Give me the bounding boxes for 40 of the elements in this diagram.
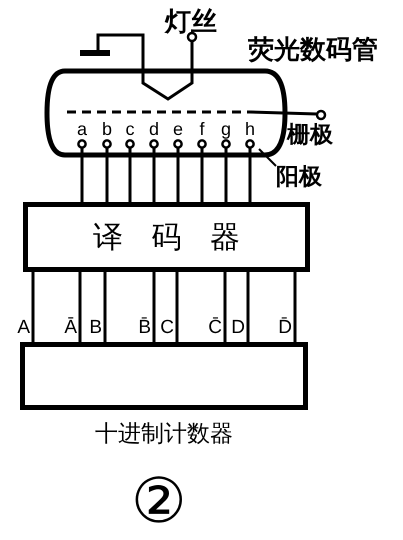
connector-line (152, 147, 156, 202)
anode-letter: e (172, 121, 184, 137)
edge-label: C̄ (207, 318, 222, 338)
connector-line (152, 272, 156, 342)
anode-letter: d (148, 121, 160, 137)
anode-letter: c (124, 121, 136, 137)
connector-line (176, 272, 178, 342)
connector-line (32, 272, 34, 342)
connector-line (176, 147, 180, 202)
grid-label: 栅极 (287, 123, 333, 148)
connector-line (224, 272, 226, 342)
edge-label: B̄ (137, 318, 151, 338)
anode-letter: g (220, 121, 232, 137)
connector-line (80, 147, 84, 202)
tube-title: 荧光数码管 (248, 36, 378, 64)
connector-line (200, 147, 204, 202)
leader-line (258, 148, 277, 167)
edge-label: A (16, 318, 30, 338)
anode-letter: h (244, 121, 256, 137)
figure-number: ② (131, 470, 187, 534)
connector-line (224, 147, 228, 202)
anode-letter: f (198, 121, 206, 137)
filament-label: 灯丝 (165, 8, 217, 36)
connector-line (78, 272, 82, 342)
edge-label: B (88, 318, 102, 338)
connector-line (294, 272, 296, 342)
anode-letter: b (100, 121, 113, 137)
connector-line (104, 272, 106, 342)
decoder-box: 译 码 器 (23, 202, 310, 272)
anode-label: 阳极 (276, 164, 322, 190)
edge-label: D̄ (277, 318, 292, 338)
anode-letter: a (76, 121, 88, 137)
connector-line (246, 272, 250, 342)
edge-label: C (159, 318, 174, 338)
edge-label: D (230, 318, 245, 338)
connector-line (248, 147, 252, 202)
connector-line (106, 147, 108, 202)
counter-title: 十进制计数器 (94, 420, 234, 448)
edge-label: Ā (63, 318, 77, 338)
connector-line (128, 147, 132, 202)
